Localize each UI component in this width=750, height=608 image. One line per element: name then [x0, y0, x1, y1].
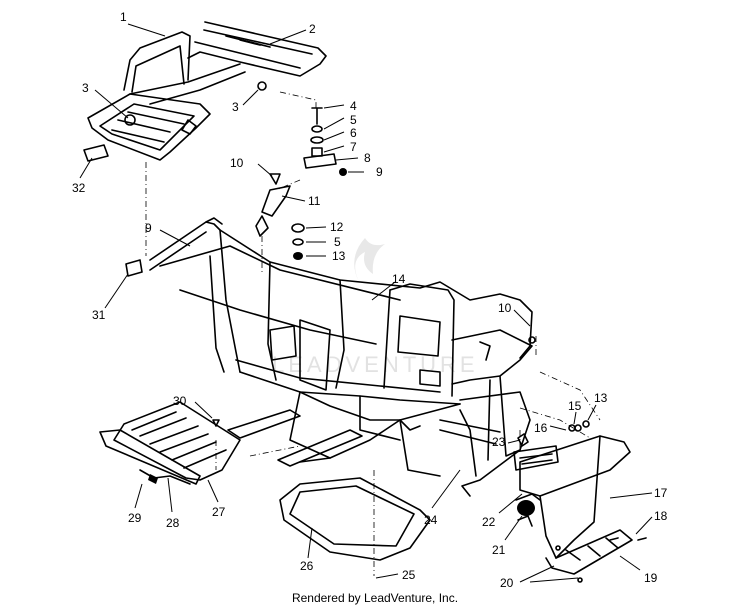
footer-credit: Rendered by LeadVenture, Inc.: [292, 591, 458, 605]
callout-5b: 5: [334, 235, 341, 249]
callout-11: 11: [308, 194, 321, 208]
skid-plate: [279, 477, 431, 561]
nut-13: [293, 252, 303, 260]
callout-14: 14: [392, 272, 406, 286]
callout-12: 12: [330, 220, 344, 234]
bolt-10-right: [528, 336, 536, 344]
callout-4: 4: [350, 99, 357, 113]
leader-lines: [79, 23, 653, 583]
callout-21: 21: [492, 543, 506, 557]
callout-32: 32: [72, 181, 86, 195]
callout-8: 8: [364, 151, 371, 165]
callout-15: 15: [568, 399, 582, 413]
rack-clamp-right: [257, 81, 267, 91]
callout-23: 23: [492, 435, 506, 449]
callout-25: 25: [402, 568, 416, 582]
callout-22: 22: [482, 515, 496, 529]
callout-10: 10: [230, 156, 244, 170]
callout-28: 28: [166, 516, 180, 530]
callout-2: 2: [309, 22, 316, 36]
grommet-21: [517, 500, 535, 516]
callout-26: 26: [300, 559, 314, 573]
bolt-30: [212, 419, 220, 427]
callout-16: 16: [534, 421, 548, 435]
main-frame: [149, 217, 533, 497]
callout-10b: 10: [498, 301, 512, 315]
footrest-right: [513, 420, 647, 583]
hardware-stack: [303, 107, 347, 176]
callout-3: 3: [82, 81, 89, 95]
callout-20: 20: [500, 576, 514, 590]
washer-12: [291, 223, 305, 233]
callout-13: 13: [332, 249, 346, 263]
watermark-logo: LEADVENTURE: [272, 238, 479, 377]
callout-7: 7: [350, 140, 357, 154]
callout-17: 17: [654, 486, 668, 500]
callout-31: 31: [92, 308, 106, 322]
callout-6: 6: [350, 126, 357, 140]
callout-1: 1: [120, 10, 127, 24]
callout-5: 5: [350, 113, 357, 127]
callout-27: 27: [212, 505, 226, 519]
callout-18: 18: [654, 509, 668, 523]
bushing-31: [125, 259, 143, 277]
rear-rack: [87, 21, 327, 161]
washer-5: [292, 238, 304, 246]
callouts: 1 2 3 3 4 5 6 7 8 9 10 11 9 12 5 13 14 3…: [72, 10, 668, 590]
callout-30: 30: [173, 394, 187, 408]
watermark-text: LEADVENTURE: [272, 352, 479, 377]
decal-32: [83, 144, 109, 162]
footrest-left: [99, 401, 241, 485]
mount-bracket: [255, 173, 291, 237]
callout-9b: 9: [145, 221, 152, 235]
callout-19: 19: [644, 571, 658, 585]
callout-9: 9: [376, 165, 383, 179]
rack-clamp: [124, 114, 136, 126]
callout-24: 24: [424, 513, 438, 527]
callout-29: 29: [128, 511, 142, 525]
callout-3b: 3: [232, 100, 239, 114]
callout-13b: 13: [594, 391, 608, 405]
